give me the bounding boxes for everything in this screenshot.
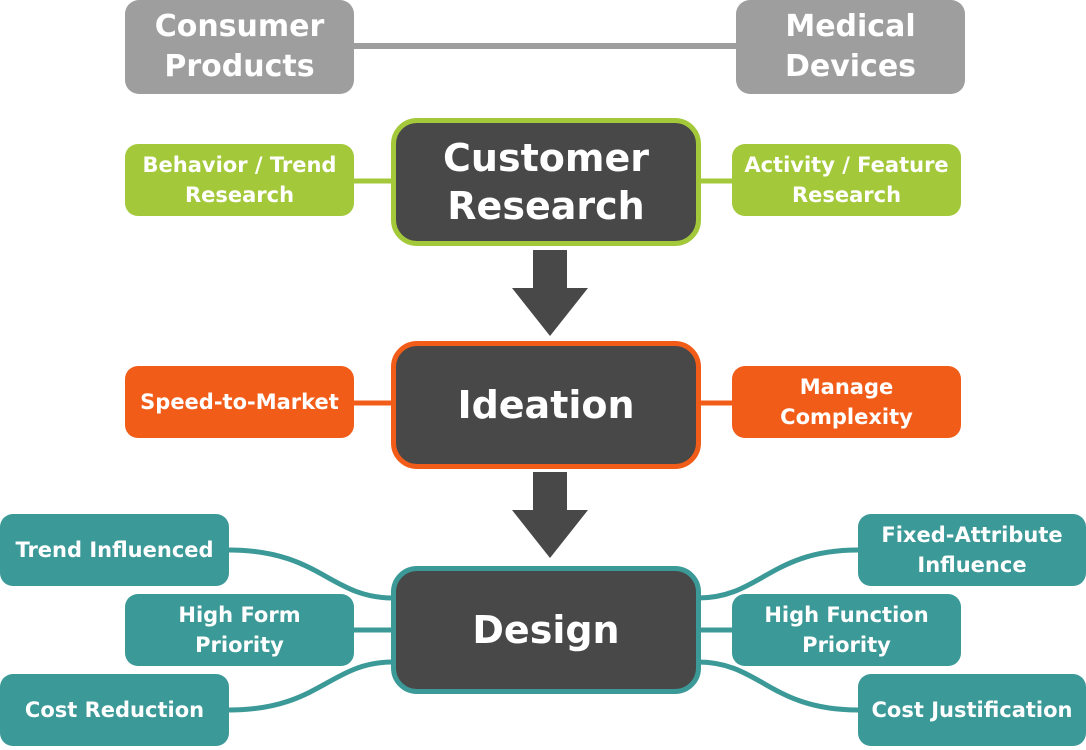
high-function-priority-label: High Function Priority: [764, 603, 929, 657]
medical-devices-label: Medical Devices: [784, 9, 917, 84]
customer-research-stage: Customer Research: [391, 118, 701, 246]
consumer-products-label: Consumer Products: [154, 9, 325, 84]
cost-justification-box: Cost Justification: [858, 674, 1086, 746]
ideation-label: Ideation: [457, 383, 635, 427]
manage-complexity-label: Manage Complexity: [780, 375, 913, 429]
medical-devices-box: Medical Devices: [736, 0, 965, 94]
consumer-products-box: Consumer Products: [125, 0, 354, 94]
high-function-priority-box: High Function Priority: [732, 594, 961, 666]
high-form-priority-label: High Form Priority: [178, 603, 301, 657]
activity-feature-label: Activity / Feature Research: [744, 153, 949, 207]
fixed-attribute-connector: [697, 547, 859, 601]
cost-reduction-label: Cost Reduction: [24, 698, 205, 722]
behavior-trend-label: Behavior / Trend Research: [142, 153, 337, 207]
manage-complexity-box: Manage Complexity: [732, 366, 961, 438]
behavior-trend-box: Behavior / Trend Research: [125, 144, 354, 216]
trend-connector: [228, 547, 394, 601]
cost-justification-connector: [697, 659, 859, 713]
speed-to-market-label: Speed-to-Market: [140, 390, 339, 414]
design-label: Design: [472, 608, 620, 652]
trend-influenced-label: Trend Influenced: [15, 538, 214, 562]
trend-influenced-box: Trend Influenced: [0, 514, 229, 586]
cost-reduction-connector: [228, 659, 394, 713]
speed-to-market-box: Speed-to-Market: [125, 366, 354, 438]
arrow-ideation-to-design: [512, 472, 588, 558]
design-stage: Design: [391, 566, 701, 694]
high-form-priority-box: High Form Priority: [125, 594, 354, 666]
fixed-attribute-box: Fixed-Attribute Influence: [858, 514, 1086, 586]
activity-feature-box: Activity / Feature Research: [732, 144, 961, 216]
arrow-research-to-ideation: [512, 250, 588, 336]
fixed-attribute-label: Fixed-Attribute Influence: [881, 523, 1063, 577]
ideation-stage: Ideation: [391, 341, 701, 469]
customer-research-label: Customer Research: [443, 136, 649, 228]
cost-justification-label: Cost Justification: [871, 698, 1073, 722]
cost-reduction-box: Cost Reduction: [0, 674, 229, 746]
